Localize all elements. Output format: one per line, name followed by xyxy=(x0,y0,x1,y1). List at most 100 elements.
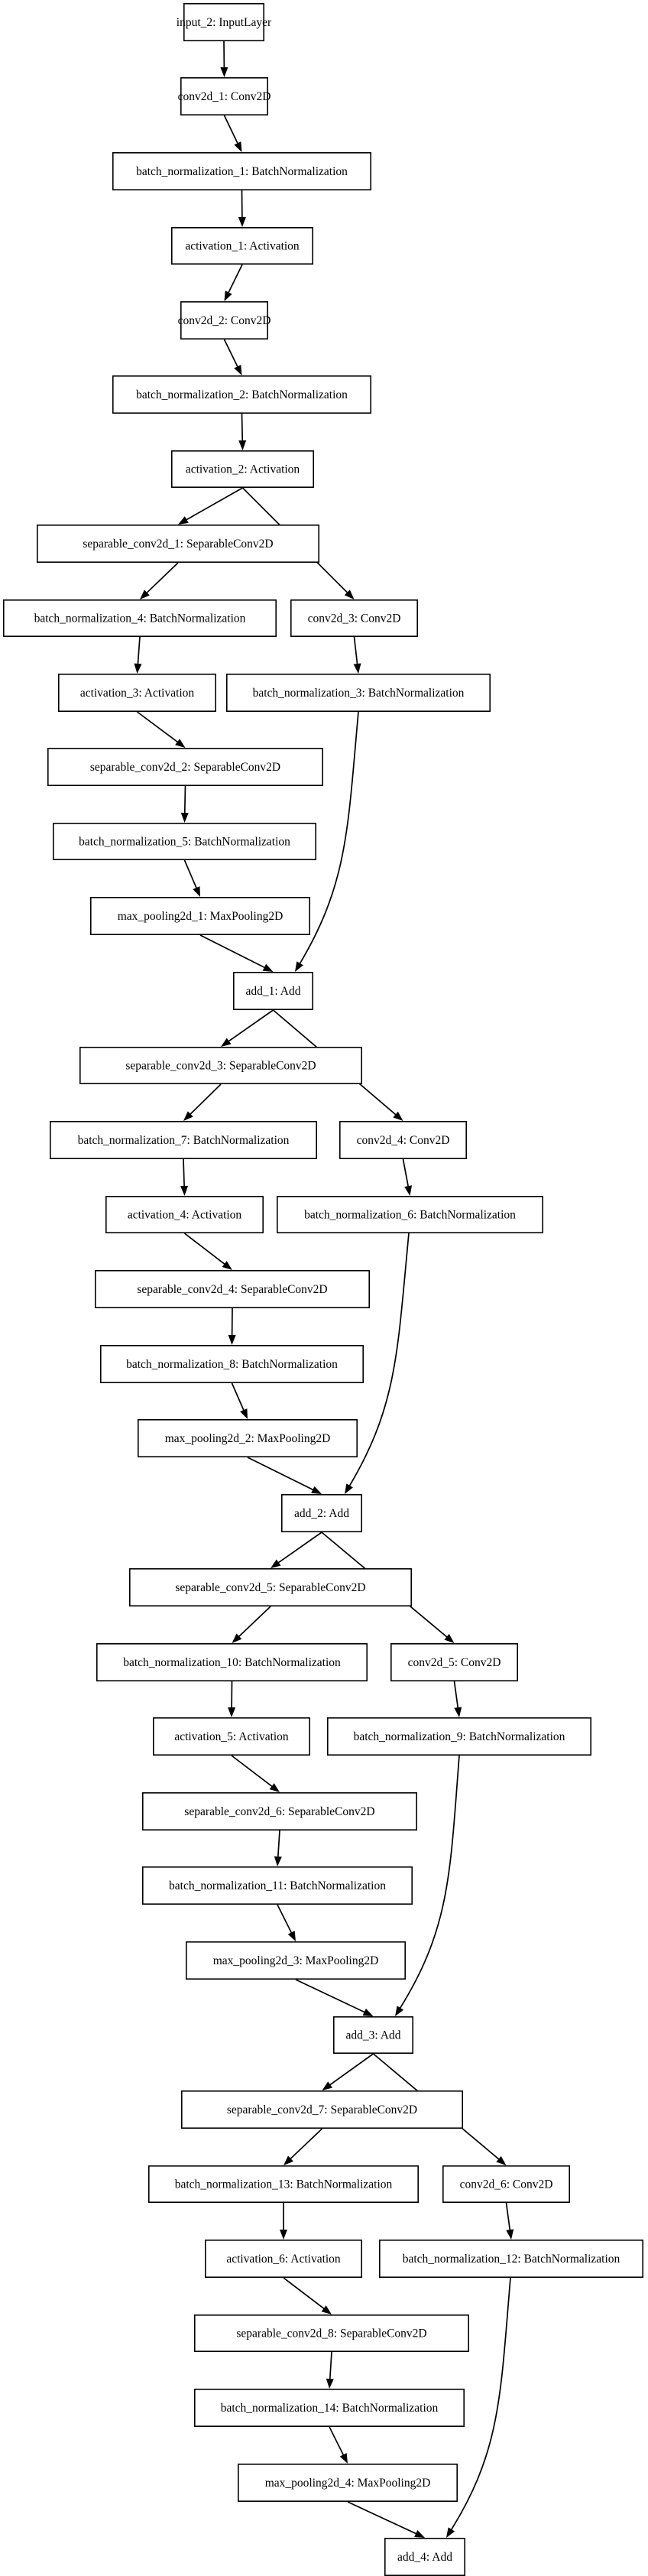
node-bn-3: batch_normalization_3: BatchNormalizatio… xyxy=(225,673,491,712)
arrowhead xyxy=(284,2155,293,2165)
edge-line xyxy=(199,934,266,969)
edge-sep-8-to-bn-14 xyxy=(326,2351,334,2389)
edge-mp-4-to-add-4 xyxy=(347,2501,425,2538)
node-box xyxy=(142,1792,417,1831)
edge-act-3-to-sep-2 xyxy=(136,711,186,748)
edge-line xyxy=(183,785,186,814)
node-sep-8: separable_conv2d_8: SeparableConv2D xyxy=(194,2315,469,2353)
node-box xyxy=(390,1643,518,1682)
node-label: batch_normalization_10: BatchNormalizati… xyxy=(123,1656,341,1669)
node-box xyxy=(79,1047,362,1085)
arrowhead xyxy=(220,67,228,77)
edge-bn-8-to-mp-2 xyxy=(231,1382,248,1419)
arrowhead xyxy=(269,1783,280,1792)
node-box xyxy=(171,226,313,265)
node-label: conv2d_3: Conv2D xyxy=(308,612,401,625)
edge-line xyxy=(348,1233,410,1487)
arrowhead xyxy=(232,1633,242,1643)
edges xyxy=(134,41,514,2538)
edge-line xyxy=(399,1755,460,2009)
node-label: activation_2: Activation xyxy=(186,463,300,476)
arrowhead xyxy=(274,1856,282,1866)
node-box xyxy=(339,1121,467,1160)
edge-act-1-to-conv2d-2 xyxy=(224,264,243,301)
edge-input-2-to-conv2d-1 xyxy=(220,41,228,77)
node-box xyxy=(180,300,269,339)
node-label: batch_normalization_2: BatchNormalizatio… xyxy=(136,388,348,401)
edge-act-5-to-sep-6 xyxy=(231,1755,280,1792)
edge-line xyxy=(329,2351,332,2380)
node-box xyxy=(194,2389,465,2428)
arrowhead xyxy=(140,590,150,599)
node-label: separable_conv2d_5: SeparableConv2D xyxy=(175,1581,365,1594)
edge-line xyxy=(353,636,358,665)
node-box xyxy=(50,1121,317,1160)
arrowhead xyxy=(180,1185,189,1196)
edge-mp-2-to-add-2 xyxy=(247,1457,322,1494)
arrowhead xyxy=(228,1707,236,1717)
node-box xyxy=(232,972,313,1011)
edge-line xyxy=(137,636,141,665)
node-box xyxy=(129,1568,412,1607)
arrowhead xyxy=(322,2081,332,2090)
node-label: input_2: InputLayer xyxy=(177,16,272,29)
edge-mp-3-to-add-3 xyxy=(295,1979,374,2016)
node-bn-10: batch_normalization_10: BatchNormalizati… xyxy=(96,1643,368,1682)
node-label: activation_1: Activation xyxy=(185,240,300,253)
node-bn-9: batch_normalization_9: BatchNormalizatio… xyxy=(326,1717,591,1756)
node-box xyxy=(36,524,319,563)
edge-conv2d-5-to-bn-9 xyxy=(453,1681,462,1717)
edge-line xyxy=(329,2426,345,2456)
node-label: separable_conv2d_6: SeparableConv2D xyxy=(184,1805,374,1818)
arrowhead xyxy=(280,2230,287,2240)
arrowhead xyxy=(353,663,361,674)
node-box xyxy=(290,599,418,637)
edge-line xyxy=(277,1904,293,1934)
node-box xyxy=(384,2538,465,2576)
edge-add-3-to-sep-7 xyxy=(322,2053,374,2090)
node-label: batch_normalization_13: BatchNormalizati… xyxy=(175,2178,393,2191)
node-box xyxy=(3,599,277,637)
node-box xyxy=(153,1717,310,1756)
node-label: batch_normalization_3: BatchNormalizatio… xyxy=(253,687,465,700)
node-box xyxy=(332,2016,413,2055)
node-box xyxy=(58,673,216,712)
arrowhead xyxy=(180,812,189,823)
node-label: conv2d_5: Conv2D xyxy=(408,1656,501,1669)
node-bn-4: batch_normalization_4: BatchNormalizatio… xyxy=(3,599,277,637)
arrowhead xyxy=(287,1931,296,1941)
node-box xyxy=(171,450,314,488)
node-label: add_1: Add xyxy=(246,985,301,998)
node-box xyxy=(225,673,491,712)
node-conv2d-6: conv2d_6: Conv2D xyxy=(442,2165,570,2204)
node-label: batch_normalization_14: BatchNormalizati… xyxy=(221,2402,439,2415)
node-box xyxy=(138,1419,358,1458)
node-box xyxy=(112,375,371,414)
edge-line xyxy=(329,2053,374,2086)
arrowhead xyxy=(496,2155,507,2165)
edge-bn-3-to-add-1 xyxy=(295,711,359,972)
node-label: max_pooling2d_1: MaxPooling2D xyxy=(118,910,284,923)
edge-act-6-to-sep-8 xyxy=(283,2277,332,2315)
node-box xyxy=(148,2165,419,2204)
node-label: batch_normalization_1: BatchNormalizatio… xyxy=(136,165,348,178)
arrowhead xyxy=(175,739,186,748)
node-label: separable_conv2d_8: SeparableConv2D xyxy=(236,2327,426,2340)
arrowhead xyxy=(271,1559,281,1568)
node-bn-13: batch_normalization_13: BatchNormalizati… xyxy=(148,2165,419,2204)
edge-add-1-to-sep-3 xyxy=(221,1009,274,1047)
edge-bn-6-to-add-2 xyxy=(345,1233,410,1494)
arrowhead xyxy=(238,440,247,450)
node-label: conv2d_6: Conv2D xyxy=(460,2178,553,2191)
node-label: conv2d_1: Conv2D xyxy=(178,90,271,103)
node-add-3: add_3: Add xyxy=(332,2016,413,2055)
edge-line xyxy=(247,1457,314,1491)
node-label: batch_normalization_5: BatchNormalizatio… xyxy=(79,836,290,849)
edge-line xyxy=(453,1681,459,1709)
node-box xyxy=(142,1866,413,1905)
node-box xyxy=(276,1196,543,1234)
edge-sep-4-to-bn-8 xyxy=(228,1307,236,1345)
edge-bn-4-to-act-3 xyxy=(134,636,142,674)
arrowhead xyxy=(240,1408,248,1419)
